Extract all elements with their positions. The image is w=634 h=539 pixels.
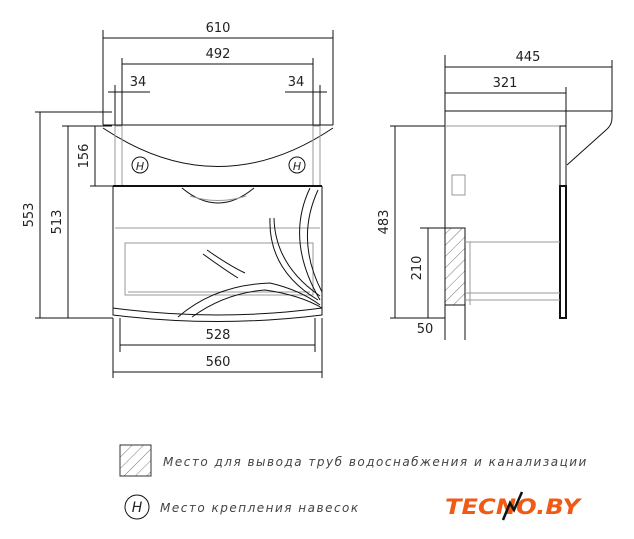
drawer-handle: [181, 187, 255, 204]
cabinet-bottom: [112, 307, 323, 322]
hanger-marker-right: [288, 156, 306, 174]
sink-profile: [445, 110, 613, 166]
legend-hanger: Место крепления навесок: [160, 501, 360, 515]
hanger-bracket: [451, 174, 466, 196]
dim-pipe-zone-offset: 50: [417, 322, 434, 337]
legend-pipe-zone: Место для вывода труб водоснабжения и ка…: [163, 455, 588, 469]
door-profile: [559, 185, 567, 319]
front-view: 610 492 34 34 H H: [22, 21, 334, 378]
hatch-swatch: [119, 444, 152, 477]
hanger-marker-left: [131, 156, 149, 174]
dim-side-height: 483: [377, 210, 392, 235]
dim-total-height: 553: [22, 203, 37, 228]
dim-left-offset: 34: [130, 75, 147, 90]
dim-total-depth: 445: [516, 50, 541, 65]
svg-text:H: H: [293, 160, 301, 173]
svg-text:H: H: [136, 160, 144, 173]
dim-pipe-zone-height: 210: [410, 256, 425, 281]
sink-bowl: [102, 127, 334, 167]
dim-right-offset: 34: [288, 75, 305, 90]
tecno-logo: TECNO.BY: [445, 491, 582, 521]
hanger-marker-icon: [124, 494, 150, 520]
legend: Место для вывода труб водоснабжения и ка…: [119, 444, 588, 520]
side-view: 445 321 483 210 50: [377, 50, 613, 340]
dim-inner-width: 492: [206, 47, 231, 62]
dim-cabinet-width: 560: [206, 355, 231, 370]
pipe-zone: [444, 227, 466, 306]
dim-total-width: 610: [206, 21, 231, 36]
svg-text:H: H: [132, 500, 143, 516]
logo-bolt-icon: [501, 491, 524, 521]
dim-cabinet-height: 513: [50, 210, 65, 235]
dim-mount-height: 156: [77, 144, 92, 169]
dim-cabinet-depth: 321: [493, 76, 518, 91]
dim-cabinet-inner-width: 528: [206, 328, 231, 343]
sink-front: [559, 125, 567, 187]
